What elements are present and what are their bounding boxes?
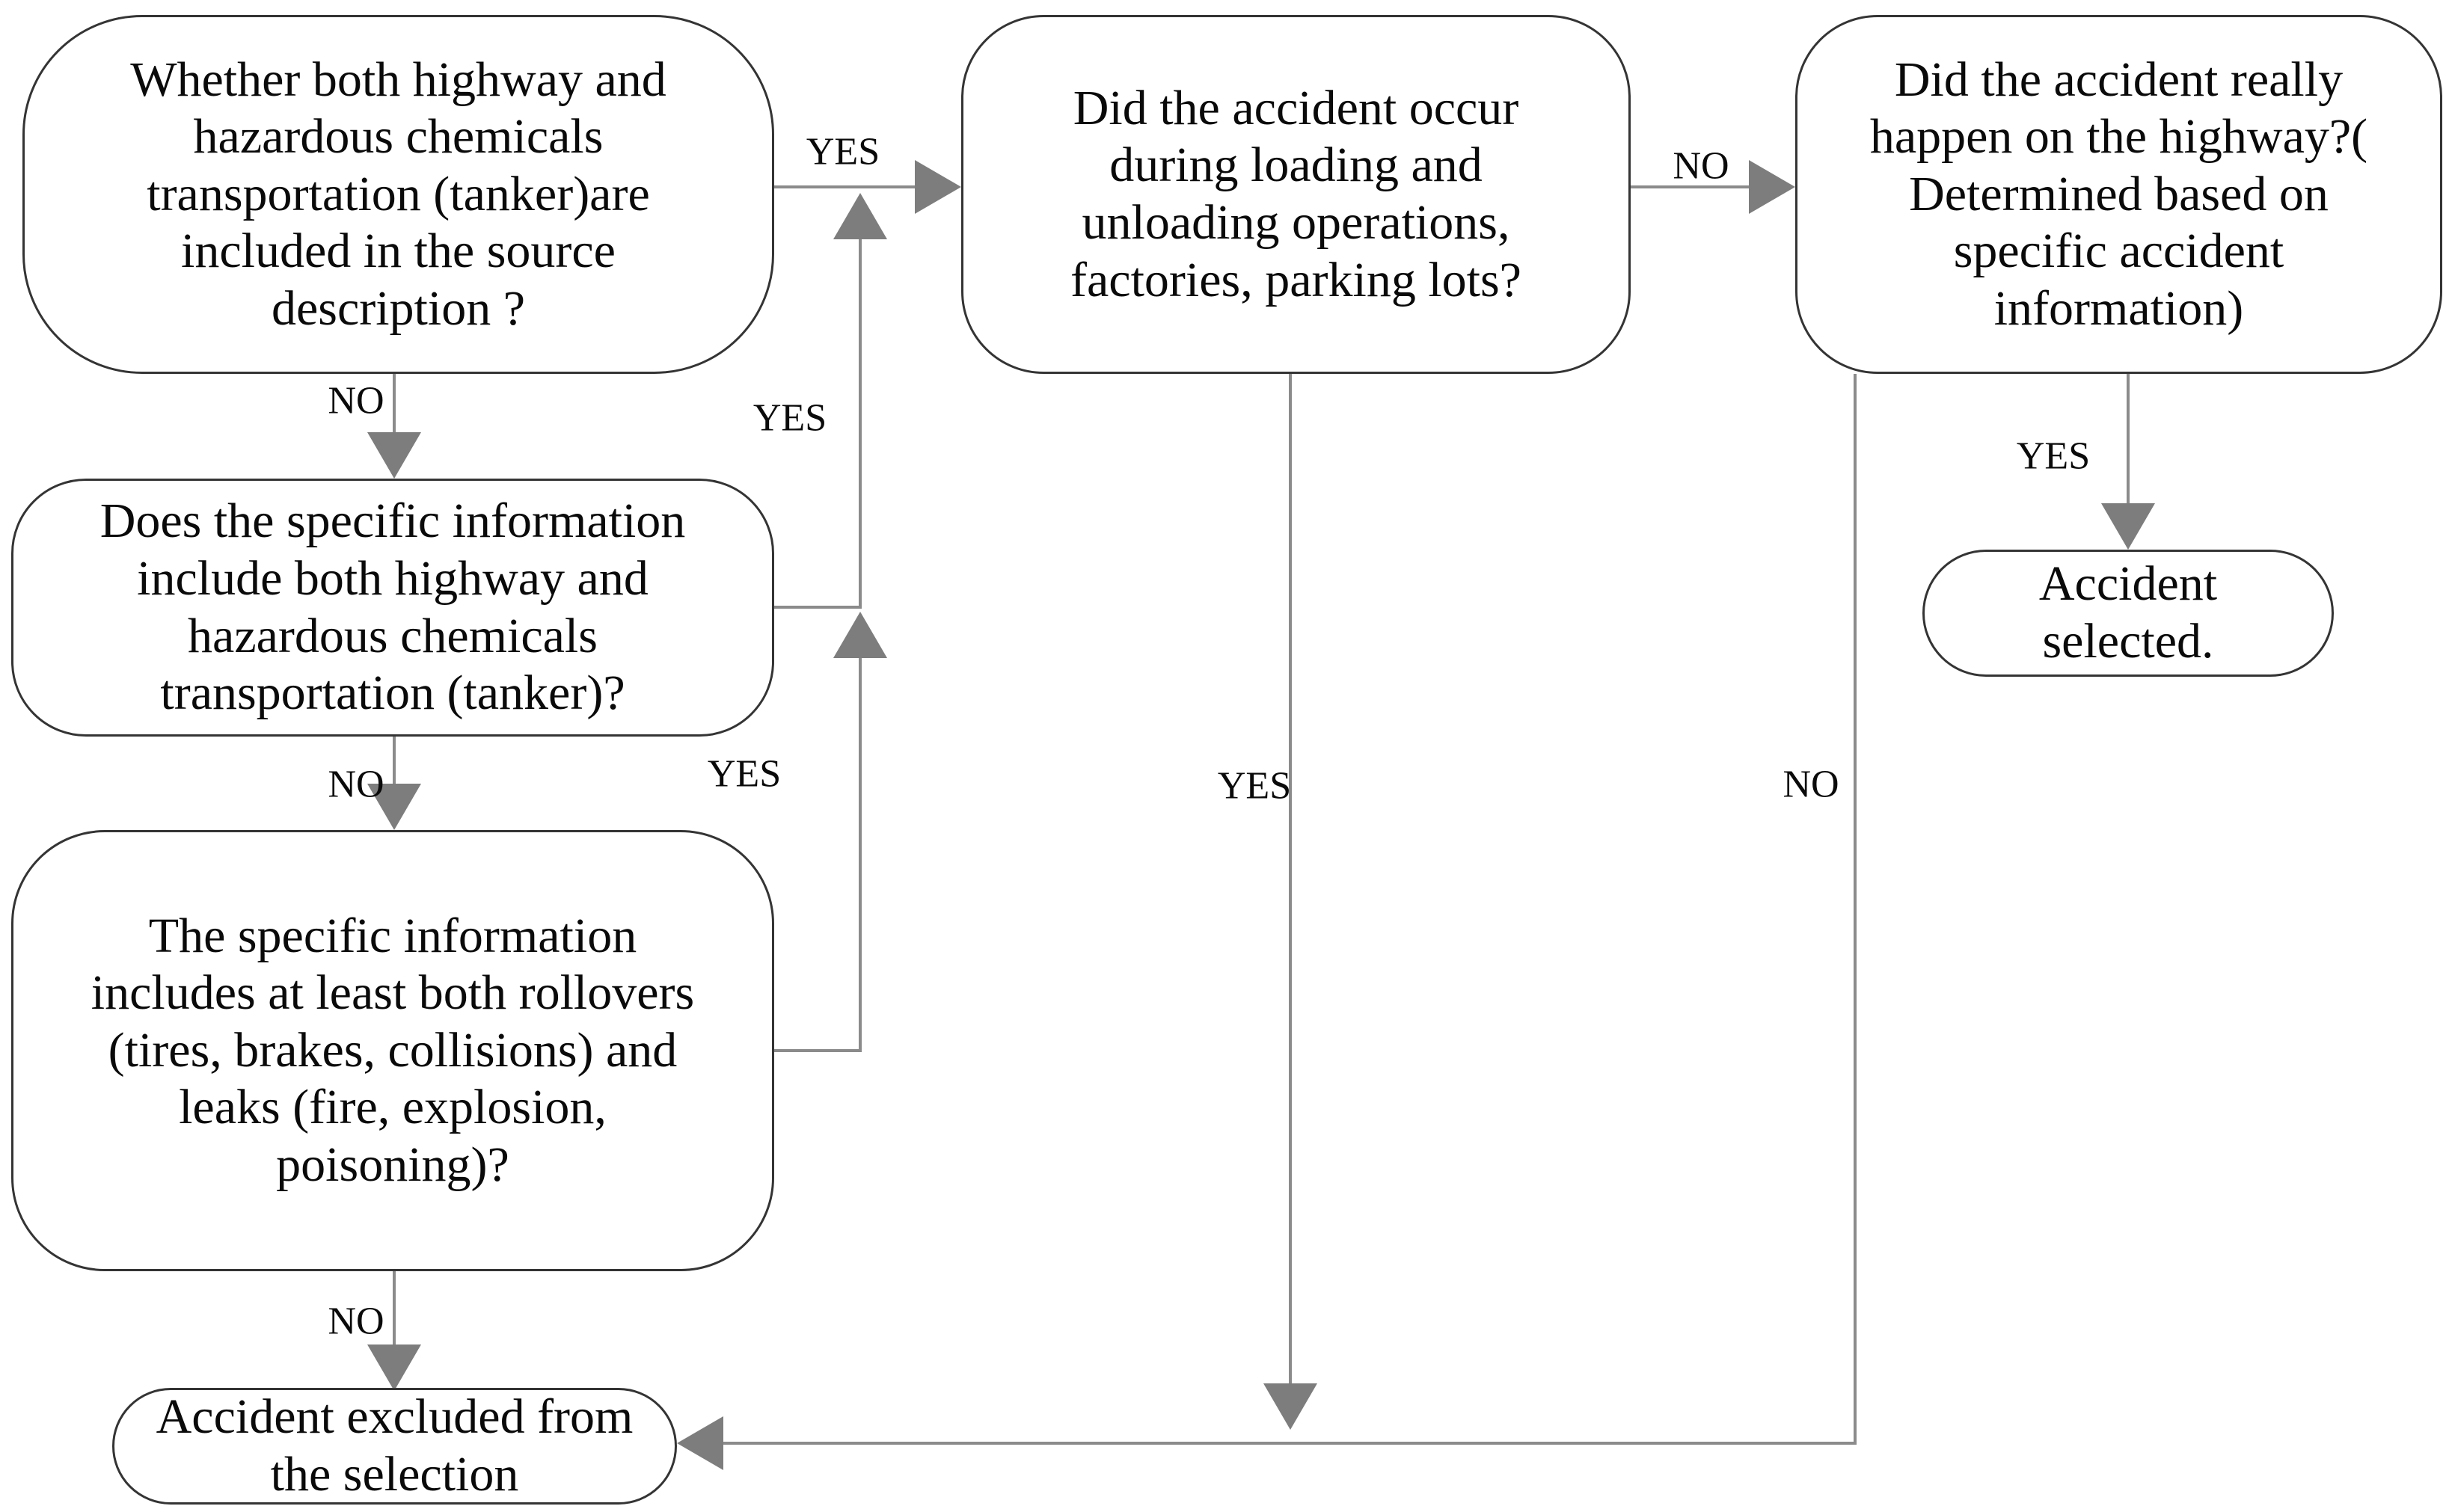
label-no-rollovers-to-excluded: NO <box>328 1300 384 1343</box>
arrowhead-no-loading-to-highway <box>1749 160 1795 214</box>
node-accident-selected-text: Accident selected. <box>2038 556 2218 669</box>
node-specific-information-text: Does the specific information include bo… <box>99 494 686 721</box>
arrowhead-no-source-to-specific <box>367 432 421 479</box>
arrowhead-yes-loading-down <box>1263 1383 1317 1430</box>
label-yes-rollovers-merge: YES <box>707 752 782 796</box>
arrowhead-yes-highway-to-selected <box>2101 503 2155 550</box>
node-really-on-highway: Did the accident really happen on the hi… <box>1795 15 2442 374</box>
arrowhead-yes-source-to-loading <box>915 160 961 214</box>
edge-yes-specific-merge <box>774 239 862 609</box>
node-accident-excluded-text: Accident excluded from the selection <box>156 1389 634 1502</box>
node-loading-unloading-text: Did the accident occur during loading an… <box>1070 80 1521 307</box>
node-rollovers-leaks-text: The specific information includes at lea… <box>91 908 695 1192</box>
label-no-specific-to-rollovers: NO <box>328 763 384 806</box>
node-really-on-highway-text: Did the accident really happen on the hi… <box>1869 52 2368 336</box>
edge-no-highway-to-excluded <box>723 374 1857 1445</box>
label-yes-loading-down: YES <box>1217 764 1292 808</box>
label-no-highway-down: NO <box>1783 763 1839 806</box>
node-loading-unloading: Did the accident occur during loading an… <box>961 15 1631 374</box>
arrowhead-no-specific-to-rollovers <box>367 784 421 830</box>
label-no-loading-to-highway: NO <box>1673 144 1729 188</box>
node-accident-selected: Accident selected. <box>1922 550 2334 677</box>
edge-yes-rollovers-merge <box>774 658 862 1052</box>
node-source-description: Whether both highway and hazardous chemi… <box>22 15 774 374</box>
arrowhead-yes-specific-merge <box>833 193 887 239</box>
arrowhead-no-highway-to-excluded <box>677 1416 723 1470</box>
node-source-description-text: Whether both highway and hazardous chemi… <box>130 52 666 336</box>
node-rollovers-leaks: The specific information includes at lea… <box>11 830 774 1271</box>
arrowhead-yes-rollovers-merge <box>833 612 887 658</box>
node-specific-information: Does the specific information include bo… <box>11 479 774 737</box>
label-yes-highway-to-selected: YES <box>2016 434 2091 478</box>
arrowhead-no-rollovers-to-excluded <box>367 1344 421 1391</box>
label-yes-specific-merge: YES <box>753 396 827 440</box>
label-yes-source-to-loading: YES <box>806 130 880 173</box>
node-accident-excluded: Accident excluded from the selection <box>112 1388 677 1505</box>
label-no-source-to-specific: NO <box>328 379 384 422</box>
